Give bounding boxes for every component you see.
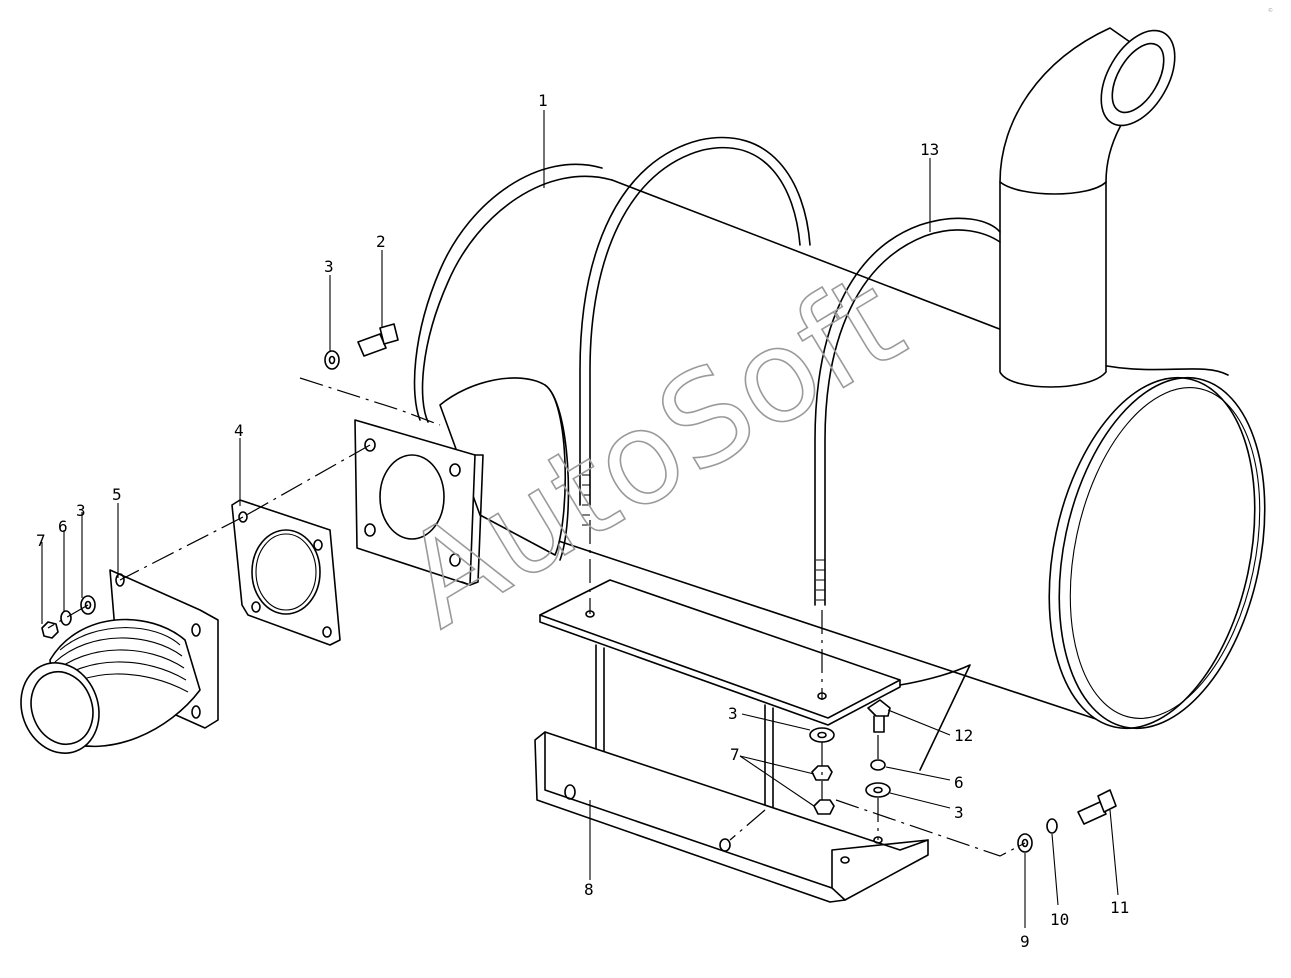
- callout-7: 7: [36, 531, 46, 550]
- callout-5: 5: [112, 485, 122, 504]
- callout-6: 6: [58, 517, 68, 536]
- callout-2: 2: [376, 232, 386, 251]
- callout-12: 12: [954, 726, 973, 745]
- inlet-pipe-flange: [354, 377, 570, 586]
- leader-lines: [41, 110, 1119, 928]
- gasket: [231, 499, 341, 646]
- callout-3: 3: [728, 704, 738, 723]
- callout-10: 10: [1050, 910, 1069, 929]
- callout-3: 3: [76, 501, 86, 520]
- callout-3: 3: [324, 257, 334, 276]
- callout-4: 4: [234, 421, 244, 440]
- mounting-straps: [579, 136, 1001, 606]
- callout-9: 9: [1020, 932, 1030, 951]
- callout-labels: 1 13 2 3 4 5 3 6 7 3 7 12 6 3 8 9 10 11: [36, 91, 1129, 951]
- callout-6: 6: [954, 773, 964, 792]
- callout-7: 7: [730, 745, 740, 764]
- flex-bellows: [20, 569, 219, 754]
- callout-1: 1: [538, 91, 548, 110]
- assembly-lines: [47, 377, 1026, 857]
- corner-mark: ©: [1268, 7, 1273, 14]
- tail-pipe: [999, 27, 1176, 388]
- callout-13: 13: [920, 140, 939, 159]
- fasteners: [41, 323, 1117, 853]
- callout-8: 8: [584, 880, 594, 899]
- callout-3: 3: [954, 803, 964, 822]
- callout-11: 11: [1110, 898, 1129, 917]
- mounting-bracket: [534, 579, 971, 903]
